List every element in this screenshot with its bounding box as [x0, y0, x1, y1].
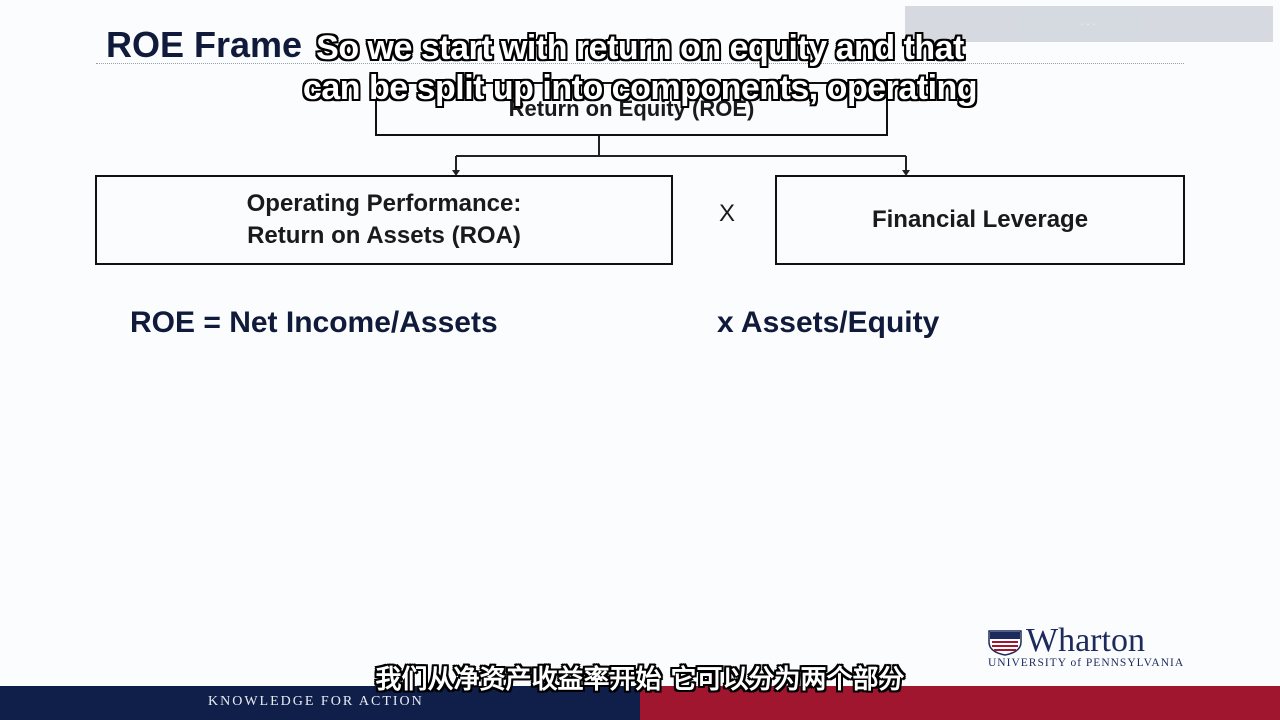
leverage-box-label: Financial Leverage [871, 206, 1089, 233]
watermark: ··· [905, 6, 1273, 42]
subtitle-english-line2: can be split up into components, operati… [302, 69, 978, 107]
footer-band: KNOWLEDGE FOR ACTION [0, 686, 1280, 720]
footer-navy-panel: KNOWLEDGE FOR ACTION [0, 686, 640, 720]
footer-tagline: KNOWLEDGE FOR ACTION [208, 694, 424, 709]
logo-wordmark: Wharton [1026, 622, 1145, 659]
leverage-box: Financial Leverage [775, 175, 1185, 265]
roa-box: Operating Performance: Return on Assets … [95, 175, 673, 265]
subtitle-chinese: 我们从净资产收益率开始 它可以分为两个部分 [375, 665, 905, 695]
roe-box-label: Return on Equity (ROE) [508, 96, 755, 121]
formula-leverage: x Assets/Equity [717, 306, 940, 339]
roa-box-line1: Operating Performance: [246, 190, 522, 217]
shield-icon [988, 630, 1022, 656]
subtitle-english-line1: So we start with return on equity and th… [316, 29, 964, 67]
slide-title: ROE Frame [106, 24, 303, 65]
roe-box: Return on Equity (ROE) [375, 82, 888, 136]
title-divider [96, 63, 1184, 64]
arrow-left-icon [452, 170, 460, 176]
formula-roa: ROE = Net Income/Assets [130, 306, 498, 339]
arrow-right-icon [902, 170, 910, 176]
logo-university: UNIVERSITY of PENNSYLVANIA [988, 657, 1185, 669]
wharton-logo: Wharton UNIVERSITY of PENNSYLVANIA [988, 622, 1198, 674]
multiply-sign: X [719, 200, 736, 227]
roa-box-line2: Return on Assets (ROA) [247, 222, 521, 249]
footer-red-panel [640, 686, 1280, 720]
